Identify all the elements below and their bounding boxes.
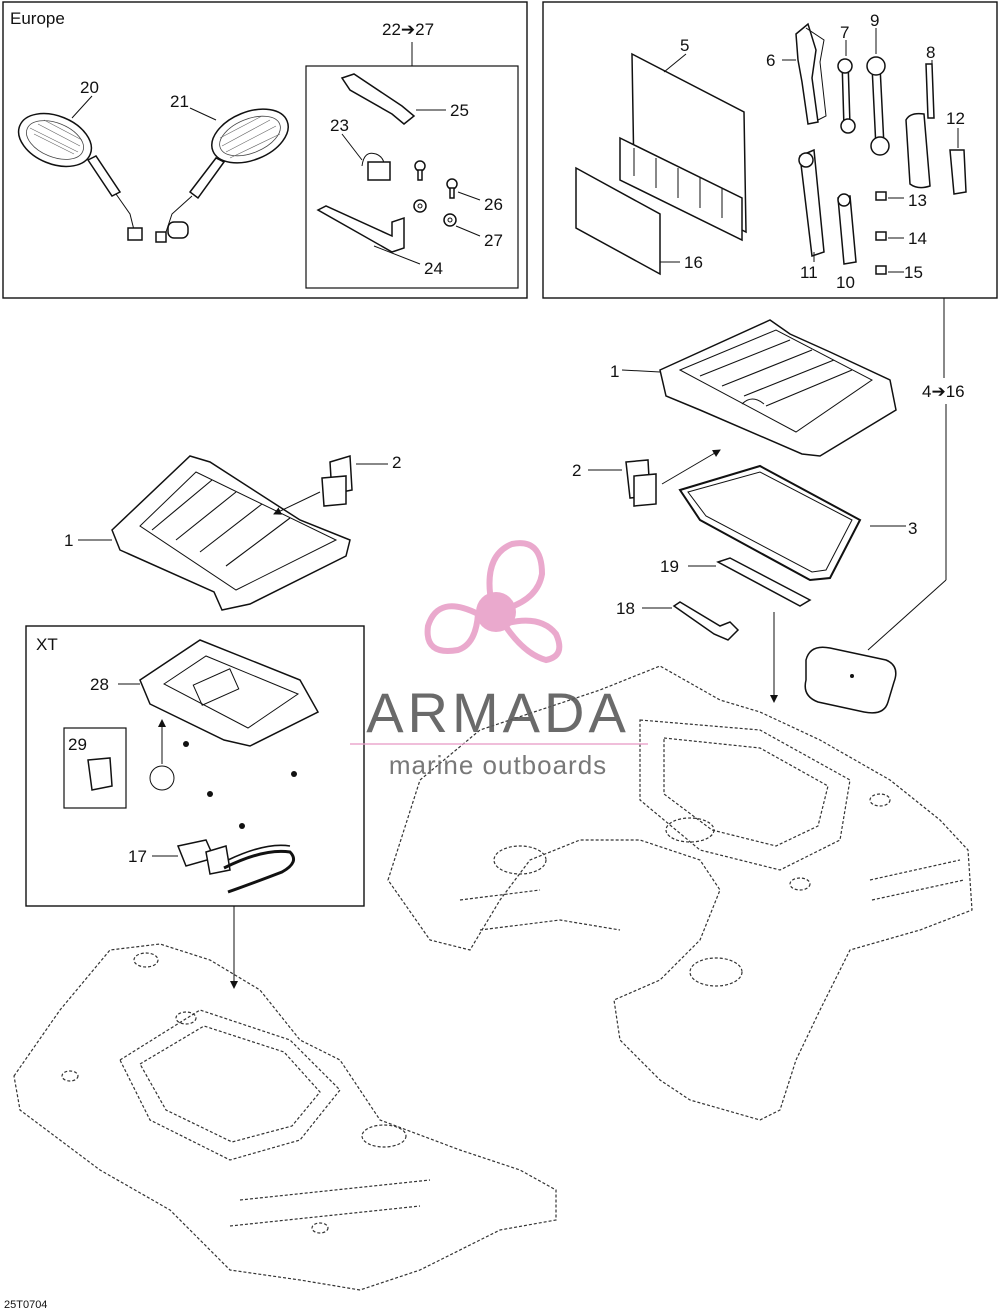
watermark-tagline: marine outboards — [389, 750, 607, 780]
figure-code: 25T0704 — [4, 1299, 47, 1311]
clip-right: 2 — [572, 449, 721, 507]
hardware-subbox: 22➔27 25 23 26 27 24 — [305, 20, 519, 289]
callout-21: 21 — [170, 92, 189, 111]
mirror-right — [155, 108, 289, 243]
callout-11: 11 — [800, 263, 818, 282]
callout-1a: 1 — [64, 531, 73, 550]
clip-left: 2 — [273, 453, 401, 515]
callout-16: 16 — [684, 253, 703, 272]
range-4-16: 4➔16 — [922, 382, 965, 401]
rack-seal: 3 — [678, 464, 917, 582]
callout-15: 15 — [904, 263, 923, 282]
toolkit-box: 5 16 6 7 9 8 12 11 — [542, 1, 998, 299]
callout-12: 12 — [946, 109, 965, 128]
callout-29: 29 — [68, 735, 87, 754]
mirror-left — [17, 112, 143, 241]
callout-1b: 1 — [610, 362, 619, 381]
callout-6: 6 — [766, 51, 775, 70]
armada-watermark: ARMADA marine outboards — [350, 540, 648, 780]
callout-23: 23 — [330, 116, 349, 135]
callout-3: 3 — [908, 519, 917, 538]
callout-9: 9 — [870, 11, 879, 30]
callout-24: 24 — [424, 259, 443, 278]
xt-label: XT — [36, 635, 58, 654]
callout-25: 25 — [450, 101, 469, 120]
callout-13: 13 — [908, 191, 927, 210]
callout-2b: 2 — [572, 461, 581, 480]
europe-label: Europe — [10, 9, 65, 28]
callout-14: 14 — [908, 229, 927, 248]
europe-box: Europe 20 21 22➔27 — [2, 1, 528, 299]
xt-box: XT 28 29 17 — [25, 625, 365, 907]
callout-8: 8 — [926, 43, 935, 62]
callout-17: 17 — [128, 847, 147, 866]
callout-28: 28 — [90, 675, 109, 694]
watermark-brand: ARMADA — [366, 681, 630, 744]
callout-5: 5 — [680, 36, 689, 55]
rear-rack-left: 1 — [64, 455, 351, 611]
spanner: 18 — [616, 599, 740, 641]
rear-fender-left — [13, 943, 557, 1291]
callout-19: 19 — [660, 557, 679, 576]
callout-18: 18 — [616, 599, 635, 618]
tool-bag — [804, 646, 897, 714]
callout-2a: 2 — [392, 453, 401, 472]
callout-7: 7 — [840, 23, 849, 42]
callout-26: 26 — [484, 195, 503, 214]
rear-rack-right: 1 — [610, 319, 897, 457]
rear-fender-right — [387, 665, 973, 1121]
callout-27: 27 — [484, 231, 503, 250]
callout-10: 10 — [836, 273, 855, 292]
callout-20: 20 — [80, 78, 99, 97]
latch-bar: 19 — [660, 557, 812, 703]
range-22-27: 22➔27 — [382, 20, 434, 39]
propeller-logo-icon — [424, 540, 563, 664]
